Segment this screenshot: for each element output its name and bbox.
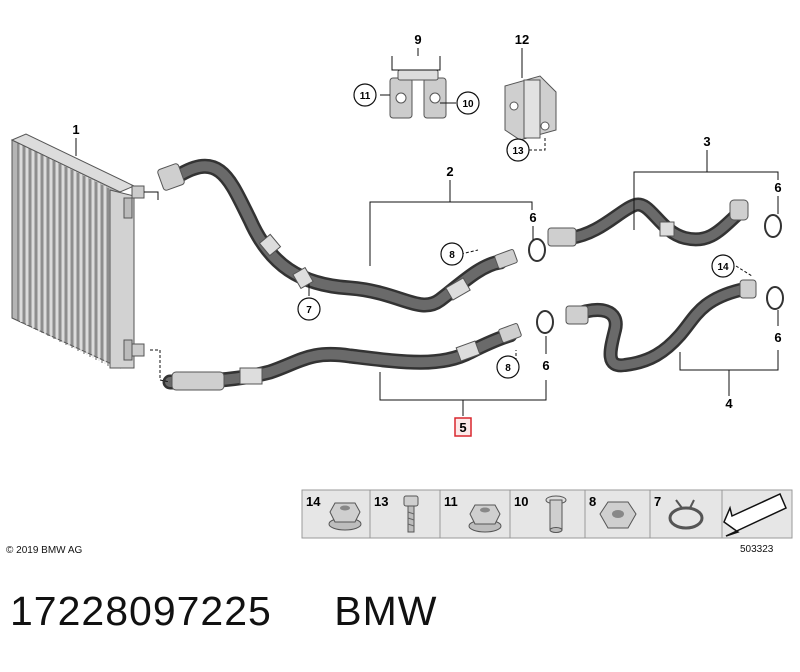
- callout-8a: 8: [449, 250, 455, 261]
- flange-nut-icon: [468, 504, 502, 533]
- parts-legend: 14 13 11 10 8 7: [301, 489, 793, 539]
- callout-5-highlight[interactable]: 5: [454, 417, 472, 437]
- callout-7: 7: [306, 305, 312, 316]
- hose-clip-icon: [668, 499, 704, 530]
- legend-number: 10: [514, 494, 528, 509]
- callout-3: 3: [703, 134, 710, 149]
- legend-number: 14: [306, 494, 321, 509]
- callout-4: 4: [725, 396, 733, 411]
- legend-number: 11: [444, 494, 458, 509]
- callout-13: 13: [512, 146, 524, 157]
- callout-8b: 8: [505, 363, 511, 374]
- leader-lines: [75, 48, 779, 416]
- copyright: © 2019 BMW AG: [6, 545, 83, 556]
- arrow-icon: [723, 492, 787, 537]
- hose-lower-right: [565, 279, 757, 373]
- mounting-bracket: [504, 75, 557, 141]
- oil-cooler: [10, 133, 145, 369]
- callout-10: 10: [462, 99, 474, 110]
- diagram-id: 503323: [740, 544, 774, 555]
- callout-2: 2: [446, 164, 453, 179]
- bolt-icon: [403, 495, 419, 533]
- circled-callouts: [297, 83, 735, 379]
- callout-6c: 6: [774, 330, 781, 345]
- hose-upper-left: [157, 158, 518, 313]
- legend-number: 7: [654, 494, 661, 509]
- callout-6a: 6: [529, 210, 536, 225]
- callout-6d: 6: [542, 358, 549, 373]
- hex-nut-icon: [599, 501, 637, 529]
- hose-upper-right: [547, 197, 749, 247]
- part-number: 17228097225: [10, 588, 272, 634]
- callout-5: 5: [459, 420, 466, 435]
- clip-bracket: [389, 69, 447, 119]
- callout-12: 12: [515, 32, 529, 47]
- part-number-line: 17228097225 BMW: [10, 588, 487, 635]
- callout-9: 9: [414, 32, 421, 47]
- callout-14: 14: [717, 262, 729, 273]
- brand-name: BMW: [334, 588, 438, 634]
- hose-lower-left: [162, 323, 522, 391]
- callout-11: 11: [360, 91, 371, 102]
- callout-1: 1: [72, 122, 79, 137]
- o-rings: [528, 214, 784, 334]
- legend-number: 13: [374, 494, 388, 509]
- legend-number: 8: [589, 494, 596, 509]
- flange-nut-icon: [328, 502, 362, 531]
- bushing-icon: [545, 495, 567, 533]
- callout-6b: 6: [774, 180, 781, 195]
